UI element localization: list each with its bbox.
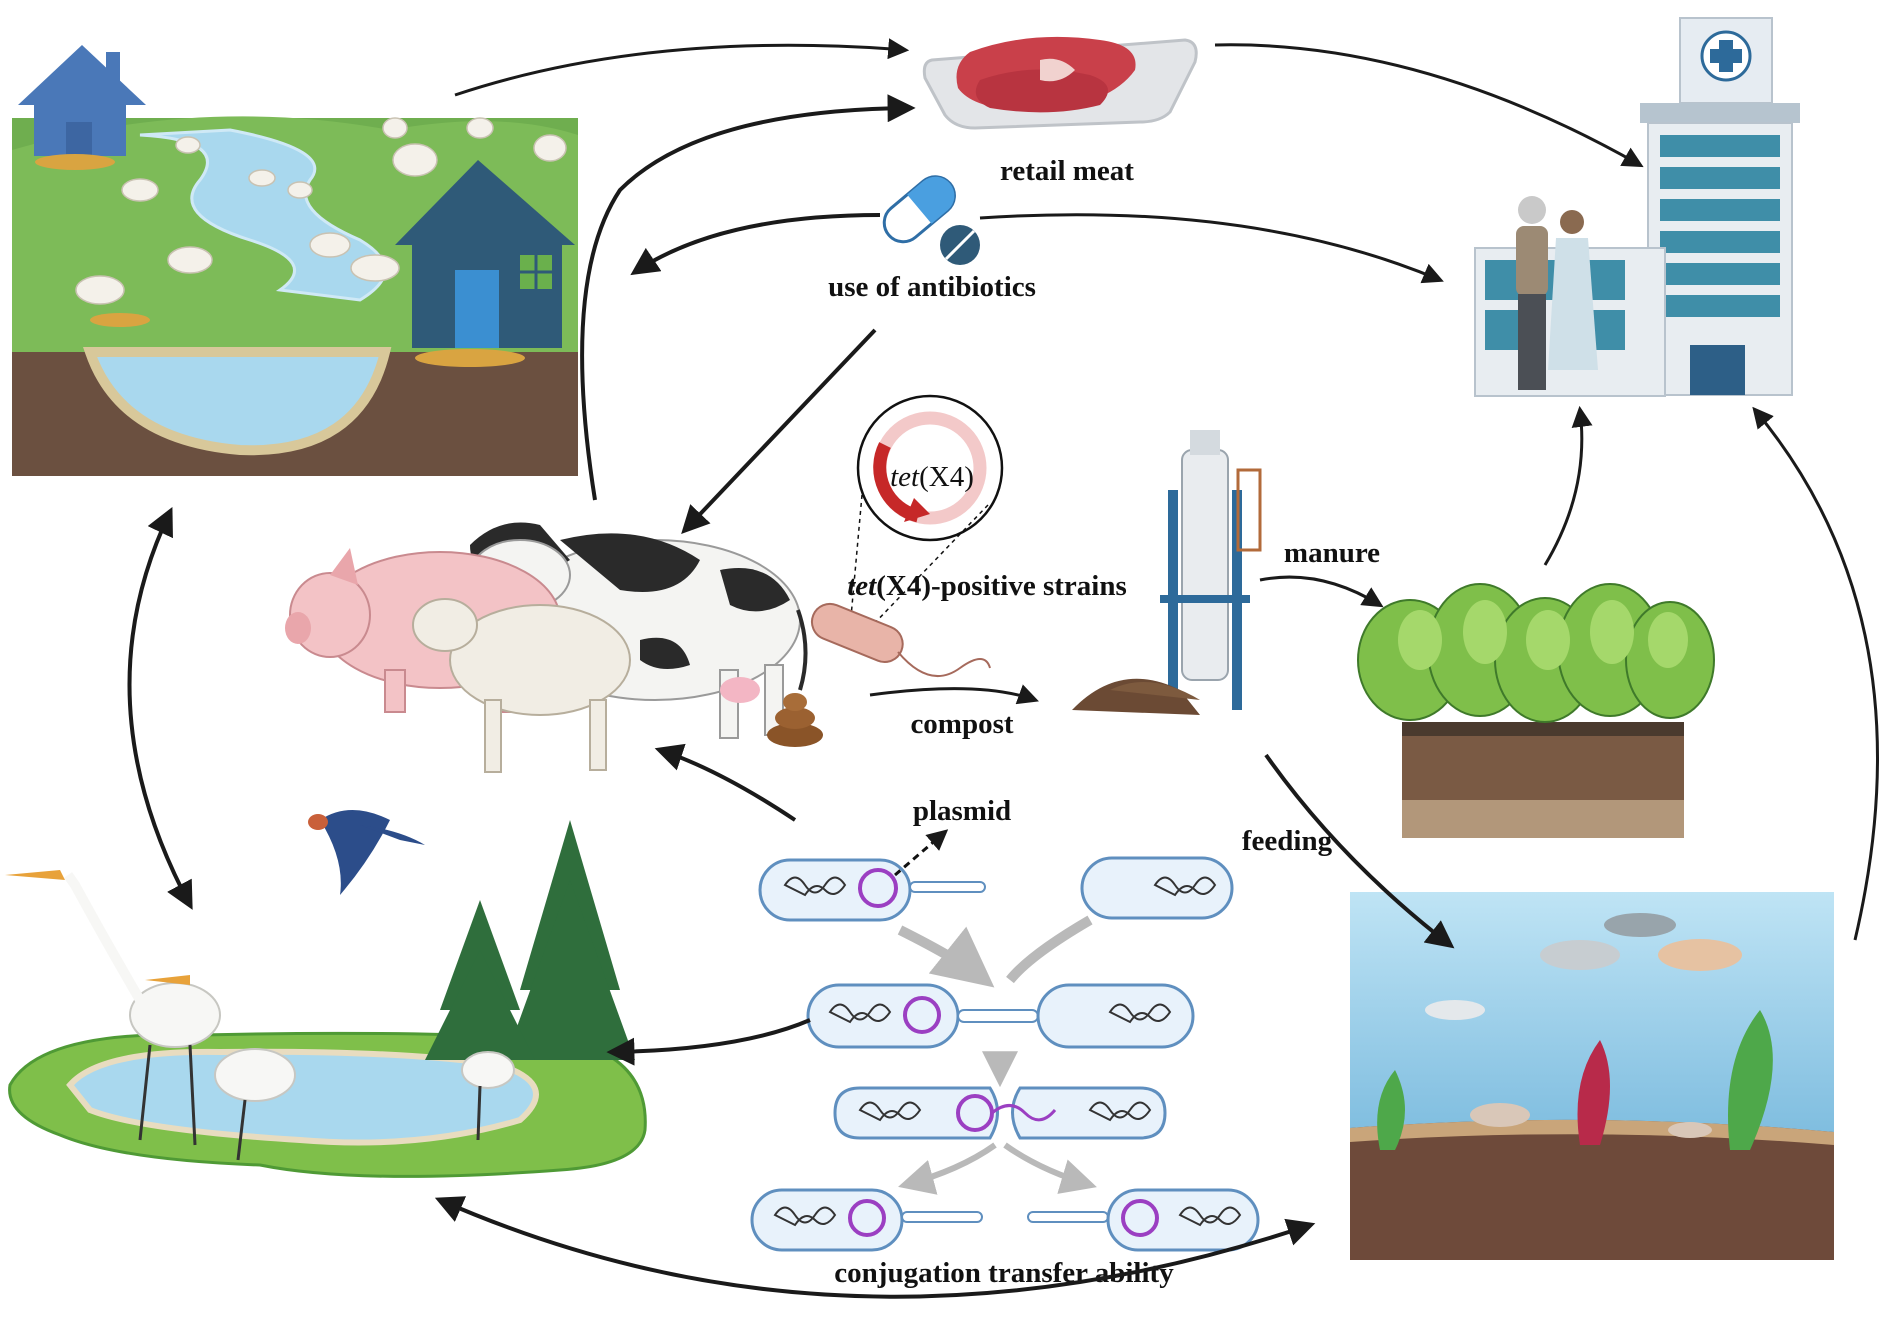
conjugation-panel [750, 856, 1260, 1252]
pine-tree-icon [425, 820, 635, 1060]
bacterium-icon [810, 602, 991, 677]
plasmid-circle-icon [856, 394, 1004, 542]
donor-cell [758, 858, 986, 922]
barn-icon [395, 160, 575, 348]
strains-gene-italic: tet [847, 570, 877, 602]
swallow-icon [308, 810, 425, 895]
gene-italic-text: tet [890, 461, 920, 493]
retail-meat-label: retail meat [1000, 155, 1134, 187]
fish-icon [1425, 913, 1742, 1020]
flow-arrows [127, 38, 1879, 1299]
seaweed-icon [1577, 1040, 1610, 1145]
tet-x4-gene-label: tet(X4) [890, 461, 974, 493]
farm-house-icon [18, 45, 146, 156]
manure-label: manure [1284, 537, 1380, 569]
plasmid-label: plasmid [913, 795, 1011, 827]
aquaculture-tank [1350, 892, 1834, 1260]
strains-suffix-text: (X4)-positive strains [876, 570, 1127, 602]
retail-meat-tray-icon [922, 36, 1198, 130]
people-icon [1516, 196, 1598, 390]
feces-icon [767, 693, 823, 747]
positive-strains-label: tet(X4)-positive strains [847, 570, 1127, 602]
wetland-scene [5, 820, 647, 1178]
feeding-label: feeding [1242, 825, 1333, 857]
shrimp-icon [1470, 1103, 1712, 1138]
mating-pair [806, 983, 1195, 1049]
transconjugant-cells [750, 1188, 1260, 1252]
compost-label: compost [910, 708, 1013, 740]
antibiotic-capsule-icon [882, 175, 980, 265]
egret-icon [63, 872, 515, 1161]
use-of-antibiotics-label: use of antibiotics [828, 271, 1036, 303]
compost-plant-icon [1072, 430, 1262, 715]
hospital-building-icon [1474, 17, 1800, 397]
farm-scene [12, 45, 578, 476]
recipient-cell [1080, 856, 1234, 920]
vegetable-field [1357, 583, 1715, 838]
conjugation-label: conjugation transfer ability [834, 1257, 1174, 1289]
lamb-icon [412, 598, 631, 773]
gene-suffix-text: (X4) [919, 461, 974, 493]
livestock-group [285, 522, 808, 773]
transfer-pair [833, 1086, 1167, 1140]
